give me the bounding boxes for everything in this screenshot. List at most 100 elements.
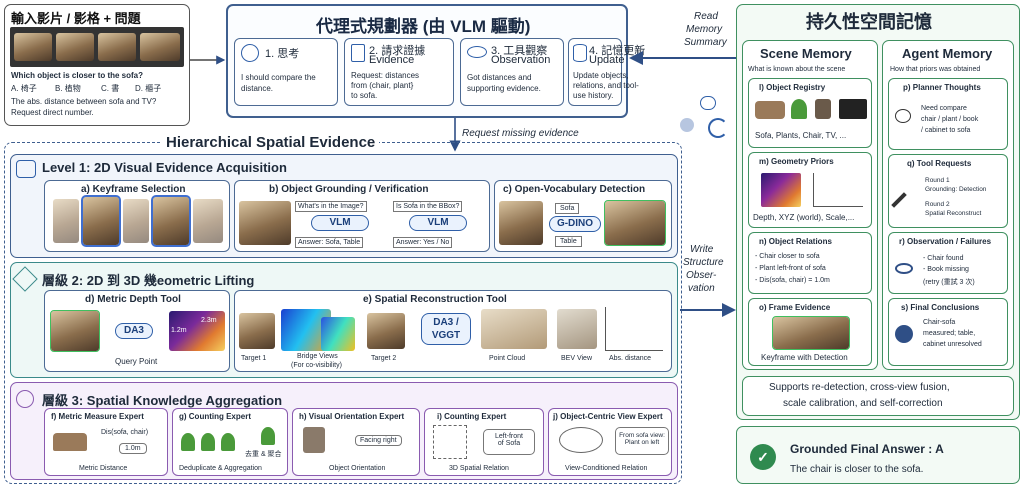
grounding-title: b) Object Grounding / Verification (269, 184, 429, 195)
final-conclusions-title: s) Final Conclusions (901, 303, 980, 312)
write-label: Write (690, 244, 714, 255)
input-note-1: The abs. distance between sofa and TV? (11, 97, 157, 106)
plant-icon (201, 433, 215, 451)
detection-input-sofa: Sofa (555, 203, 580, 214)
tool-requests-title: q) Tool Requests (907, 159, 972, 168)
relation-expert-title: i) Counting Expert (437, 412, 507, 421)
counting-caption: Deduplicate & Aggregation (179, 465, 262, 472)
plant-icon (791, 99, 807, 119)
step-3-title: 3. 工具觀察 (491, 45, 548, 57)
eye-icon (895, 263, 913, 274)
sofa-icon (755, 101, 785, 119)
relation-line: Left-front (494, 433, 523, 440)
option-c: C. 書 (101, 84, 120, 93)
depth-map (761, 173, 801, 207)
input-question: Which object is closer to the sofa? (11, 71, 144, 80)
orientation-caption: Object Orientation (329, 465, 386, 472)
step-4-title-2: Update (589, 54, 625, 66)
depth-caption: Query Point (115, 357, 158, 366)
agent-memory-title: Agent Memory (902, 46, 993, 61)
observation-retry: (retry (重試 3 次) (923, 279, 975, 286)
bridge-view (321, 317, 355, 351)
relation-item: - Plant left-front of sofa (755, 265, 826, 272)
bridge-label-2: (For co-visibility) (291, 362, 342, 369)
da3-box: DA3 (115, 323, 153, 339)
planner-step-evidence: 2. 請求證據 Evidence Request: distances from… (344, 38, 454, 106)
planner-thought-line: / cabinet to sofa (921, 127, 971, 134)
keyframe-card: a) Keyframe Selection (44, 180, 230, 252)
detection-input-table: Table (555, 236, 582, 247)
observation-text: Chair found (927, 255, 964, 262)
tool-request-detail: Spatial Reconstruct (925, 210, 982, 217)
step-2-title-2: Evidence (369, 54, 415, 66)
reconstruction-tool-box: DA3 / VGGT (421, 313, 471, 345)
request-missing-label: Request missing evidence (462, 128, 579, 139)
keyframe-title: a) Keyframe Selection (81, 184, 186, 195)
chair-icon (303, 427, 325, 453)
relation-line: of Sofa (497, 440, 521, 447)
relation-item: - Dis(sofa, chair) = 1.0m (755, 277, 830, 284)
input-note-2: Request direct number. (11, 108, 94, 117)
sofa-icon (53, 433, 87, 451)
reconstruction-card: e) Spatial Reconstruction Tool DA3 / VGG… (234, 290, 672, 372)
bev-label: BEV View (561, 355, 592, 362)
plant-icon (221, 433, 235, 451)
cycle-icon (708, 118, 728, 138)
object-registry-card: l) Object Registry Sofa, Plants, Chair, … (748, 78, 872, 148)
step-1-line: distance. (241, 84, 274, 93)
detection-card: c) Open-Vocabulary Detection Sofa G-DINO… (494, 180, 672, 252)
observation-item: - Book missing (923, 266, 969, 273)
grounding-answer-2: Answer: Yes / No (393, 237, 453, 248)
observation-item: - Chair found (923, 255, 964, 262)
planner-title: 代理式規劃器 (由 VLM 驅動) (316, 17, 531, 36)
step-3-line: Got distances and (467, 73, 532, 82)
metric-formula: Dis(sofa, chair) (101, 429, 149, 436)
object-relations-title: n) Object Relations (759, 237, 832, 246)
supports-line: scale calibration, and self-correction (783, 398, 943, 409)
metric-expert-title: f) Metric Measure Expert (51, 412, 144, 421)
vlm-box-1: VLM (311, 215, 369, 231)
write-label: vation (688, 283, 715, 294)
memory-title: 持久性空間記憶 (806, 12, 932, 32)
write-label: Obser- (686, 270, 717, 281)
database-icon (573, 44, 587, 62)
target-1-label: Target 1 (241, 355, 267, 362)
final-answer-body: The chair is closer to the sofa. (790, 464, 924, 475)
chair-icon (815, 99, 831, 119)
view-expert-title: j) Object-Centric View Expert (553, 412, 663, 421)
step-1-line: I should compare the (241, 73, 316, 82)
metric-expert-card: f) Metric Measure Expert Dis(sofa, chair… (44, 408, 168, 476)
3d-box-icon (433, 425, 467, 459)
plant-icon (261, 427, 275, 445)
depth-title: d) Metric Depth Tool (85, 294, 181, 305)
frame-evidence-title: o) Frame Evidence (759, 303, 831, 312)
bridge-label: Bridge Views (297, 353, 338, 360)
option-a: A. 椅子 (11, 84, 37, 93)
observation-title: r) Observation / Failures (899, 237, 992, 246)
observation-card: r) Observation / Failures - Chair found … (888, 232, 1008, 294)
check-circle-icon (895, 325, 913, 343)
view-expert-card: j) Object-Centric View Expert From sofa … (548, 408, 672, 476)
write-label: Structure (683, 257, 724, 268)
input-panel: 輸入影片 / 影格 + 問題 Which object is closer to… (4, 4, 190, 126)
conclusion-line: Chair-sofa (923, 319, 956, 326)
observation-text: Book missing (927, 266, 969, 273)
relation-caption: 3D Spatial Relation (449, 465, 509, 472)
scene-memory-title: Scene Memory (760, 46, 852, 61)
abs-distance-label: Abs. distance (609, 355, 652, 362)
level-2-title: 層級 2: 2D 到 3D 幾eometric Lifting (42, 273, 255, 288)
keyframe-selected (81, 195, 121, 247)
step-4-line: relations, and tool- (573, 81, 639, 90)
plant-icon (181, 433, 195, 451)
orientation-expert-title: h) Visual Orientation Expert (299, 412, 405, 421)
planner-step-observation: 3. 工具觀察 Observation Got distances and su… (460, 38, 564, 106)
step-2-line: to sofa. (351, 91, 378, 100)
cloud-icon (241, 44, 259, 62)
tool-name-line: VGGT (431, 330, 461, 341)
grounding-answer-1: Answer: Sofa, Table (295, 237, 364, 248)
scene-memory-subtitle: What is known about the scene (748, 66, 846, 73)
step-2-title: 2. 請求證據 (369, 45, 426, 57)
supports-line: Supports re-detection, cross-view fusion… (769, 382, 950, 393)
read-memory-label: Memory (686, 24, 723, 35)
